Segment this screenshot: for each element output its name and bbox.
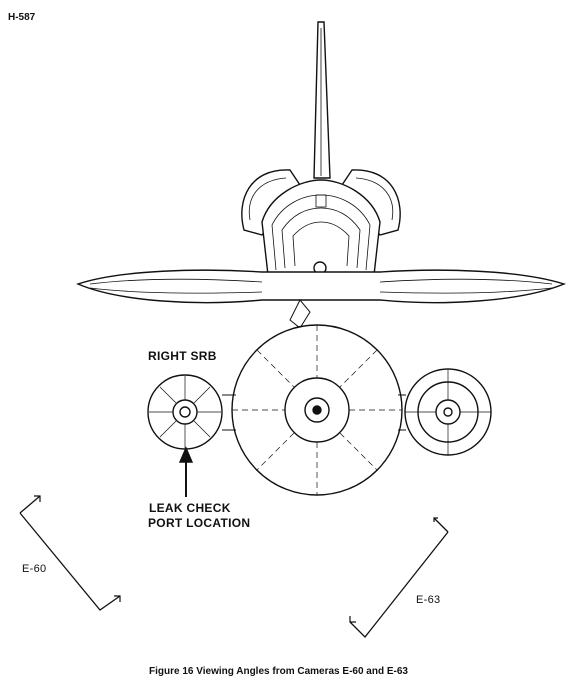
camera-e63-angle: [349, 517, 449, 638]
left-srb: [147, 374, 223, 450]
camera-e63-label: E-63: [416, 594, 441, 606]
wing: [76, 269, 567, 304]
right-srb: [404, 368, 492, 456]
leak-check-arrow: [178, 446, 194, 497]
camera-e60-label: E-60: [22, 563, 47, 575]
camera-e60-angle: [19, 495, 121, 611]
leak-check-label-line2: PORT LOCATION: [148, 516, 251, 530]
figure-caption: Figure 16 Viewing Angles from Cameras E-…: [149, 666, 408, 677]
left-oms-pod: [241, 169, 301, 236]
page-identifier: H-587: [8, 12, 36, 23]
vertical-tail: [313, 21, 331, 179]
right-oms-pod: [341, 169, 401, 236]
right-srb-label: RIGHT SRB: [148, 349, 217, 363]
leak-check-label-line1: LEAK CHECK: [149, 501, 231, 515]
external-tank: [231, 324, 403, 496]
